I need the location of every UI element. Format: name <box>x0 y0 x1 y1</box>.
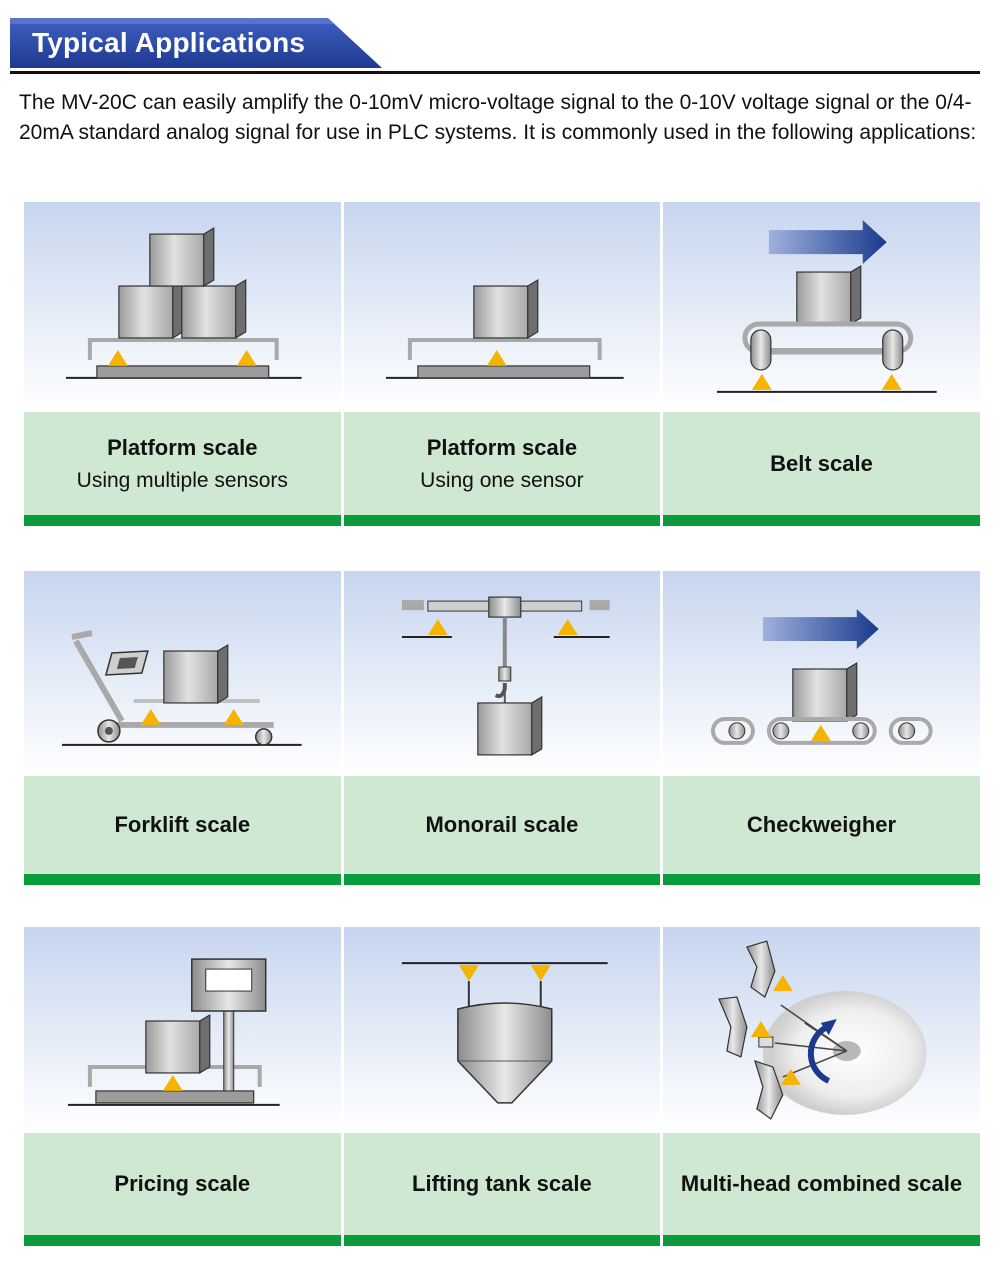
app-caption: Belt scale <box>663 412 980 515</box>
intro-paragraph: The MV-20C can easily amplify the 0-10mV… <box>19 91 977 144</box>
section-banner: Typical Applications <box>10 18 382 68</box>
header-divider <box>10 71 980 74</box>
app-title: Monorail scale <box>425 812 579 837</box>
app-caption: Lifting tank scale <box>343 1133 661 1235</box>
applications-row-1: Platform scale Using multiple sensors Pl… <box>24 202 980 526</box>
app-card: Monorail scale <box>343 571 661 885</box>
applications-row-3: Pricing scale Lifting tank scale <box>24 927 980 1246</box>
app-card: Forklift scale <box>24 571 341 885</box>
app-subtitle: Using one sensor <box>420 468 584 492</box>
monorail-scale-icon <box>343 571 661 776</box>
app-caption: Checkweigher <box>663 776 980 874</box>
app-card: Checkweigher <box>663 571 980 885</box>
caption-bar <box>663 874 980 885</box>
app-title: Platform scale <box>426 434 578 460</box>
lifting-tank-scale-icon <box>343 927 661 1133</box>
platform-multi-sensor-icon <box>24 202 341 412</box>
app-card: Multi-head combined scale <box>663 927 980 1246</box>
app-title: Belt scale <box>770 450 873 476</box>
app-title: Platform scale <box>107 434 258 460</box>
app-card: Pricing scale <box>24 927 341 1246</box>
app-title: Checkweigher <box>746 812 897 837</box>
app-caption: Monorail scale <box>343 776 661 874</box>
app-card: Platform scale Using one sensor <box>343 202 661 526</box>
app-title: Pricing scale <box>114 1171 251 1196</box>
caption-bar <box>343 1235 661 1246</box>
app-title: Forklift scale <box>114 812 251 837</box>
app-title: Lifting tank scale <box>412 1171 592 1196</box>
belt-scale-icon <box>663 202 980 412</box>
checkweigher-icon <box>663 571 980 776</box>
app-card: Platform scale Using multiple sensors <box>24 202 341 526</box>
caption-bar <box>24 515 341 526</box>
caption-bar <box>343 515 661 526</box>
app-title: Multi-head combined scale <box>680 1171 963 1196</box>
caption-bar <box>663 1235 980 1246</box>
caption-bar <box>343 874 661 885</box>
section-title: Typical Applications <box>32 27 306 58</box>
app-subtitle: Using multiple sensors <box>76 468 288 492</box>
forklift-scale-icon <box>24 571 341 776</box>
caption-bar <box>24 1235 341 1246</box>
pricing-scale-icon <box>24 927 341 1133</box>
platform-single-sensor-icon <box>343 202 661 412</box>
app-caption: Forklift scale <box>24 776 341 874</box>
app-caption: Platform scale Using multiple sensors <box>24 412 341 515</box>
app-card: Belt scale <box>663 202 980 526</box>
applications-row-2: Forklift scale Monorail scale <box>24 571 980 885</box>
app-caption: Pricing scale <box>24 1133 341 1235</box>
app-caption: Platform scale Using one sensor <box>343 412 661 515</box>
caption-bar <box>24 874 341 885</box>
app-caption: Multi-head combined scale <box>663 1133 980 1235</box>
app-card: Lifting tank scale <box>343 927 661 1246</box>
caption-bar <box>663 515 980 526</box>
multi-head-combined-scale-icon <box>663 927 980 1133</box>
